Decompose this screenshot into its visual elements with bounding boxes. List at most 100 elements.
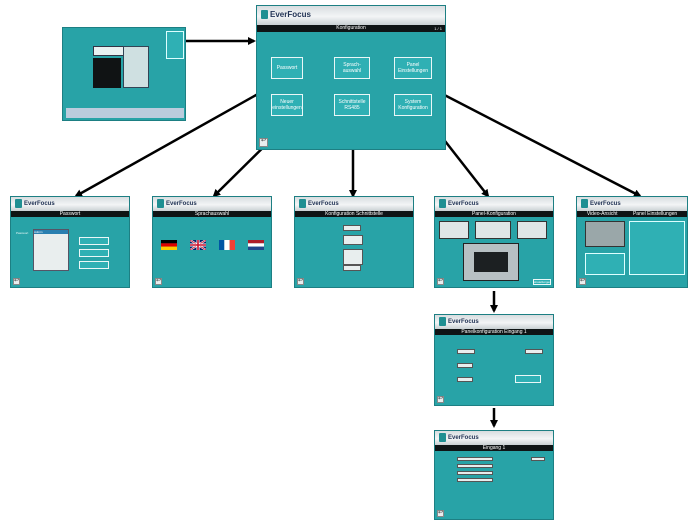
logo-text: EverFocus <box>308 200 339 207</box>
system-title-2: Panel Einstellungen <box>632 211 678 217</box>
language-header: EverFocus <box>153 197 271 212</box>
panel-detail2-title: Eingang 1 <box>482 445 506 451</box>
logo-text: EverFocus <box>24 200 55 207</box>
back-icon[interactable]: ↩ <box>13 278 20 285</box>
everfocus-logo: EverFocus <box>261 10 311 19</box>
flag-gb-icon[interactable] <box>190 240 206 250</box>
logo-mark-icon <box>261 10 268 19</box>
logo-mark-icon <box>299 199 306 208</box>
panel-keypad-screen <box>474 252 508 272</box>
flag-de-icon[interactable] <box>161 240 177 250</box>
main-title: Konfiguration <box>336 25 366 31</box>
logo-mark-icon <box>439 433 446 442</box>
logo-text: EverFocus <box>270 10 311 19</box>
start-screen-dark-panel <box>93 58 121 88</box>
detail2-field-1[interactable] <box>457 457 493 461</box>
start-screen-side-buttons <box>166 31 184 59</box>
arrow-main-to-password <box>74 74 291 198</box>
detail-field-1[interactable] <box>457 349 475 354</box>
panel-detail-title: Panelkonfiguration Eingang 1 <box>461 329 527 335</box>
system-config-button[interactable]: System Konfiguration <box>394 94 432 116</box>
detail2-field-2[interactable] <box>457 464 493 468</box>
logo-mark-icon <box>157 199 164 208</box>
main-title-bar: Konfiguration 1 / 1 <box>257 25 445 32</box>
page-indicator: 1 / 1 <box>434 26 442 31</box>
password-action-button-2[interactable] <box>79 249 109 257</box>
panel-settings-small-button[interactable]: Einstellungen <box>533 279 552 285</box>
everfocus-logo: EverFocus <box>15 199 55 208</box>
panel-settings-button[interactable]: Panel Einstellungen <box>394 57 432 79</box>
detail-field-2[interactable] <box>525 349 543 354</box>
rs485-button[interactable]: Schnittstelle RS485 <box>334 94 370 116</box>
system-controls[interactable] <box>629 221 685 275</box>
start-screen[interactable] <box>62 27 186 121</box>
back-icon[interactable]: ↩ <box>155 278 162 285</box>
password-label: Passwort <box>16 231 29 235</box>
password-header: EverFocus <box>11 197 129 212</box>
detail2-field-5[interactable] <box>531 457 545 461</box>
logo-text: EverFocus <box>448 318 479 325</box>
password-action-button-3[interactable] <box>79 261 109 269</box>
rs485-field-4[interactable] <box>343 265 361 271</box>
password-button[interactable]: Passwort <box>271 57 303 79</box>
password-screen[interactable]: EverFocus Passwort Passwort Admin ↩ <box>10 196 130 288</box>
flag-fr-icon[interactable] <box>219 240 235 250</box>
panel-detail2-screen[interactable]: EverFocus Eingang 1 ↩ <box>434 430 554 520</box>
language-screen[interactable]: EverFocus Sprachauswahl ↩ <box>152 196 272 288</box>
password-list-item[interactable]: Admin <box>34 230 68 234</box>
everfocus-logo: EverFocus <box>299 199 339 208</box>
user-settings-button[interactable]: Neuer einstellungen <box>271 94 303 116</box>
everfocus-logo: EverFocus <box>439 433 479 442</box>
system-bottom-controls[interactable] <box>585 253 625 275</box>
language-title: Sprachauswahl <box>194 211 230 217</box>
panel-detail2-header: EverFocus <box>435 431 553 446</box>
panel-detail-screen[interactable]: EverFocus Panelkonfiguration Eingang 1 ↩ <box>434 314 554 406</box>
panel-config-screen[interactable]: EverFocus Panel-Konfiguration Einstellun… <box>434 196 554 288</box>
language-title-bar: Sprachauswahl <box>153 211 271 217</box>
logo-text: EverFocus <box>590 200 621 207</box>
panel-module-right[interactable] <box>517 221 547 239</box>
rs485-field-2[interactable] <box>343 235 363 245</box>
back-icon[interactable]: ↩ <box>437 510 444 517</box>
system-config-screen[interactable]: EverFocus Video-Ansicht Panel Einstellun… <box>576 196 688 288</box>
detail-field-4[interactable] <box>457 377 473 382</box>
language-button[interactable]: Sprach- auswahl <box>334 57 370 79</box>
system-video-preview <box>585 221 625 247</box>
detail2-field-4[interactable] <box>457 478 493 482</box>
panel-module-center[interactable] <box>475 221 511 239</box>
back-icon[interactable]: ↩ <box>579 278 586 285</box>
rs485-title-bar: Konfiguration Schnittstelle <box>295 211 413 217</box>
panel-detail-header: EverFocus <box>435 315 553 330</box>
main-header: EverFocus <box>257 6 445 26</box>
system-title: Video-Ansicht <box>586 211 618 217</box>
logo-text: EverFocus <box>166 200 197 207</box>
detail-field-3[interactable] <box>457 363 473 368</box>
back-icon[interactable]: ↩ <box>437 396 444 403</box>
rs485-title: Konfiguration Schnittstelle <box>325 211 383 217</box>
panel-keypad-image[interactable] <box>463 243 519 281</box>
system-title-bar: Video-Ansicht Panel Einstellungen <box>577 211 687 217</box>
arrow-main-to-system <box>426 84 642 198</box>
back-icon[interactable]: ↩ <box>437 278 444 285</box>
password-user-list[interactable]: Admin <box>33 229 69 271</box>
logo-text: EverFocus <box>448 434 479 441</box>
detail2-field-3[interactable] <box>457 471 493 475</box>
rs485-field-3[interactable] <box>343 249 363 265</box>
everfocus-logo: EverFocus <box>439 199 479 208</box>
panel-detail-title-bar: Panelkonfiguration Eingang 1 <box>435 329 553 335</box>
start-screen-bottom-bar <box>66 108 184 118</box>
back-icon[interactable]: ↩ <box>297 278 304 285</box>
everfocus-logo: EverFocus <box>439 317 479 326</box>
logo-text: EverFocus <box>448 200 479 207</box>
rs485-field-1[interactable] <box>343 225 361 231</box>
rs485-header: EverFocus <box>295 197 413 212</box>
logo-mark-icon <box>581 199 588 208</box>
rs485-screen[interactable]: EverFocus Konfiguration Schnittstelle ↩ <box>294 196 414 288</box>
panel-header: EverFocus <box>435 197 553 212</box>
main-config-screen[interactable]: EverFocus Konfiguration 1 / 1 Passwort S… <box>256 5 446 150</box>
flag-nl-icon[interactable] <box>248 240 264 250</box>
panel-module-left[interactable] <box>439 221 469 239</box>
detail-action-button[interactable] <box>515 375 541 383</box>
back-icon[interactable]: ↩ <box>259 138 268 147</box>
password-action-button-1[interactable] <box>79 237 109 245</box>
